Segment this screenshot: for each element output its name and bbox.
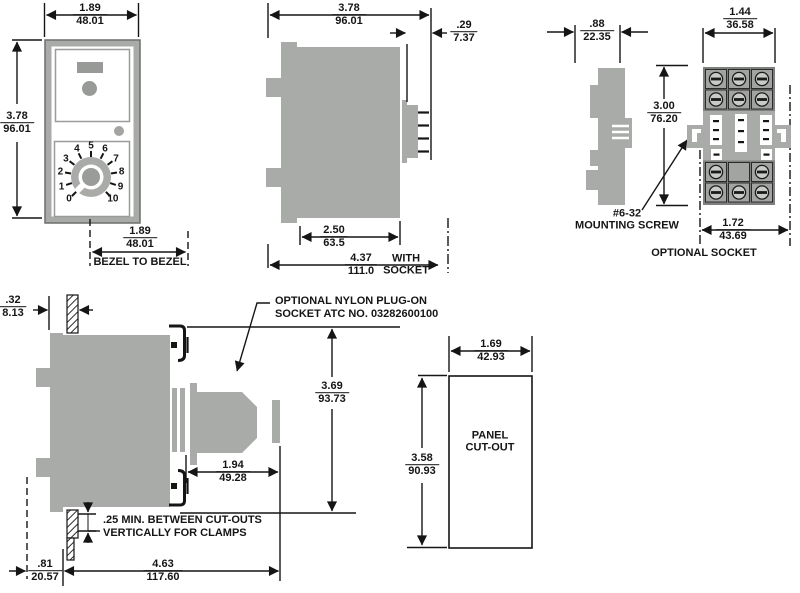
relay-case: [63, 335, 170, 507]
panel-mount-view: [9, 294, 400, 586]
dial-knob: [71, 157, 111, 197]
dial-number: 8: [118, 166, 125, 178]
dial-number: 5: [88, 140, 94, 152]
dial-tick: [90, 150, 92, 157]
terminal-screw: [708, 71, 724, 87]
clamp: [169, 469, 189, 507]
dial-number: 1: [58, 181, 65, 193]
mounting-ear: [687, 125, 703, 148]
dial-number: 6: [102, 143, 108, 155]
contact-slots: [713, 119, 770, 156]
bezel: [50, 333, 63, 512]
adjust-hole: [114, 126, 124, 136]
front-view: [11, 3, 189, 266]
dial-number: 2: [57, 166, 64, 178]
mounting-tab: [266, 78, 282, 97]
mounting-tab: [36, 458, 51, 477]
socket-face: [190, 383, 197, 465]
mounting-ear: [775, 125, 791, 148]
socket-front-view: [687, 27, 791, 246]
panel-hatch: [66, 294, 79, 334]
plug-on-socket: [197, 392, 257, 453]
indicator-lamp: [82, 81, 97, 96]
relay-case: [297, 47, 400, 218]
socket-side-view: [547, 25, 688, 211]
side-view: [266, 3, 449, 273]
panel-cutout-view: [407, 336, 533, 549]
bezel: [281, 42, 297, 223]
dial-number: 0: [66, 193, 72, 205]
mounting-screw-leader: [641, 139, 688, 211]
plug-note-leader: [234, 302, 270, 372]
clamp: [169, 324, 189, 362]
mounting-tab: [266, 168, 282, 187]
dial-number: 3: [63, 153, 69, 165]
pin: [172, 388, 177, 452]
bezel-caption: BEZEL TO BEZEL: [93, 255, 187, 268]
mounting-tab: [36, 368, 51, 387]
terminal-end: [272, 400, 280, 443]
dial-number: 10: [107, 193, 119, 205]
dial-number: 4: [74, 143, 80, 155]
pin-block: [407, 105, 418, 158]
panel-hatch: [66, 537, 75, 561]
pin: [180, 388, 185, 452]
dial-number: 9: [117, 181, 124, 193]
optional-socket-title: OPTIONAL SOCKET: [651, 246, 757, 259]
label-window: [77, 62, 103, 73]
panel-hatch: [66, 509, 79, 539]
dial-number: 7: [113, 153, 119, 165]
